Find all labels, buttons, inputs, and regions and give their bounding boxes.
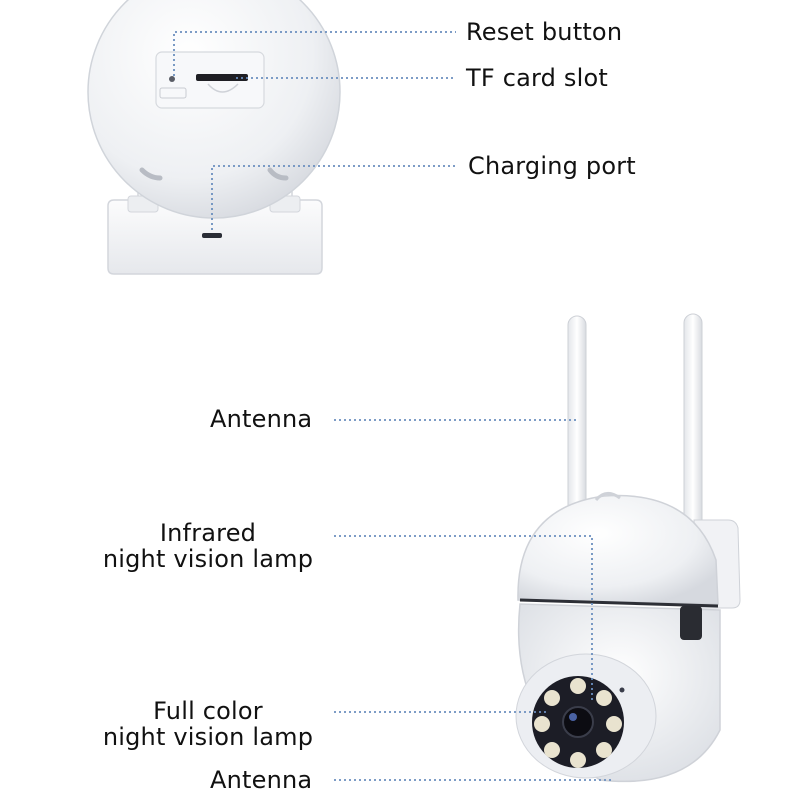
led <box>570 678 586 694</box>
led <box>534 716 550 732</box>
led <box>596 690 612 706</box>
label-full-color-night-vision: Full color night vision lamp <box>94 698 322 750</box>
front-dome <box>517 494 719 605</box>
camera-rear-view <box>87 0 341 275</box>
led <box>544 742 560 758</box>
charging-port <box>202 233 222 238</box>
bottom-leader-lines <box>334 419 612 781</box>
label-tf-card-slot: TF card slot <box>466 64 608 92</box>
reset-leader <box>173 31 456 76</box>
label-infrared-night-vision: Infrared night vision lamp <box>94 520 322 572</box>
camera-base <box>107 187 323 275</box>
led <box>606 716 622 732</box>
camera-lens <box>562 706 594 738</box>
top-leader-lines <box>173 31 456 230</box>
infrared-leader <box>334 535 593 700</box>
label-infrared-line1: Infrared <box>159 519 257 547</box>
label-charging-port: Charging port <box>468 152 636 180</box>
led <box>596 742 612 758</box>
label-infrared-line2: night vision lamp <box>102 545 314 573</box>
label-reset-button: Reset button <box>466 18 623 46</box>
tf-card-slot <box>196 74 248 81</box>
antenna-left <box>567 315 587 517</box>
reset-button-hole <box>169 76 175 82</box>
camera-dome <box>87 0 341 219</box>
label-fullcolor-line2: night vision lamp <box>102 723 314 751</box>
dome-seam <box>519 598 719 608</box>
charging-leader <box>211 165 456 230</box>
label-antenna-bottom: Antenna <box>210 766 313 794</box>
led-ring <box>534 678 622 768</box>
led <box>544 690 560 706</box>
camera-front-view <box>515 313 741 783</box>
led <box>570 752 586 768</box>
label-fullcolor-line1: Full color <box>153 697 263 725</box>
label-antenna-top: Antenna <box>210 405 313 433</box>
